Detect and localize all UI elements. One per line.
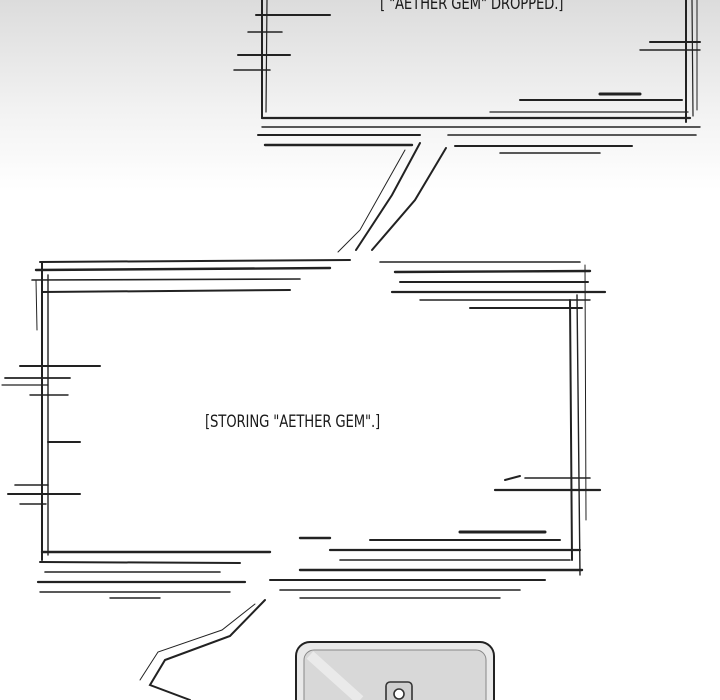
top-speech-bubble — [233, 0, 701, 253]
device-illustration — [295, 641, 495, 700]
camera-icon — [385, 681, 413, 700]
top-bubble-caption: [ "AETHER GEM" DROPPED.] — [380, 0, 564, 14]
main-speech-bubble — [1, 259, 607, 700]
main-bubble-caption: [STORING "AETHER GEM".] — [205, 412, 381, 432]
